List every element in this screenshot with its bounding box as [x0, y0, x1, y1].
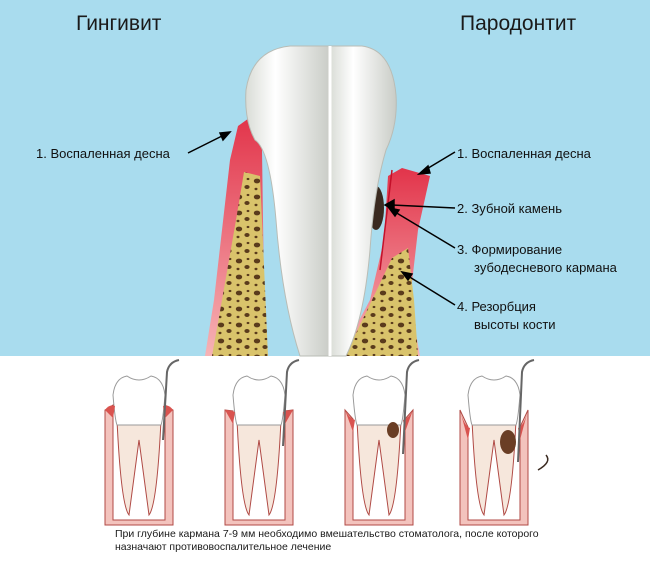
label-bone-resorption-line2: высоты кости [474, 316, 556, 334]
label-calculus: 2. Зубной камень [457, 200, 562, 218]
stage-crown [113, 376, 165, 425]
stage-2 [225, 360, 299, 525]
label-pocket-line2: зубодесневого кармана [474, 259, 617, 277]
title-periodontitis: Пародонтит [460, 12, 576, 36]
stage-crown [468, 376, 520, 425]
label-pocket-line1: 3. Формирование [457, 241, 562, 259]
gingivitis-section [205, 46, 330, 356]
stage-crown [353, 376, 405, 425]
stage-3 [345, 360, 419, 525]
stage-root [237, 420, 281, 515]
stage-4 [460, 360, 534, 525]
label-right-inflamed-gum: 1. Воспаленная десна [457, 145, 591, 163]
periodontitis-section [330, 46, 430, 356]
stage-calculus [387, 422, 399, 438]
stage-root [117, 420, 161, 515]
stage-calculus [500, 430, 516, 454]
corner-arrow [538, 455, 548, 470]
stage-diagrams [105, 360, 534, 525]
caption-text: При глубине кармана 7-9 мм необходимо вм… [115, 528, 585, 554]
label-left-inflamed-gum: 1. Воспаленная десна [36, 145, 170, 163]
label-bone-resorption-line1: 4. Резорбция [457, 298, 536, 316]
stage-1 [105, 360, 179, 525]
stage-crown [233, 376, 285, 425]
title-gingivitis: Гингивит [76, 12, 161, 36]
